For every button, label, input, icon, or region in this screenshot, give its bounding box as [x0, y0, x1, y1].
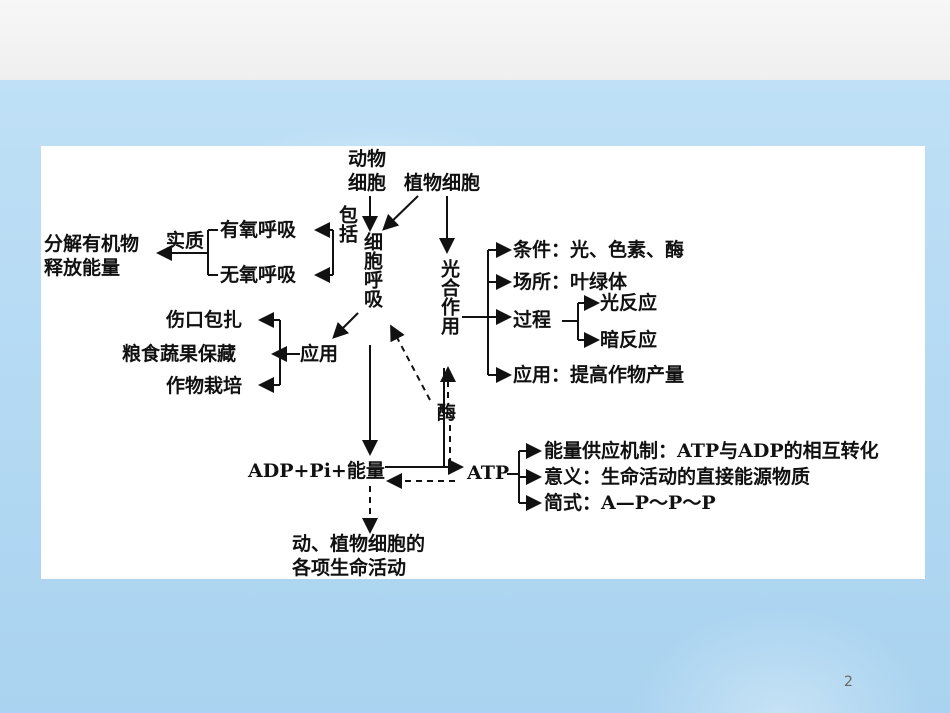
adp-label: ADP+Pi+能量 [248, 460, 385, 482]
application-label: 应用 [300, 343, 339, 365]
slide-header-band [0, 0, 950, 80]
atp-mechanism: 能量供应机制：ATP与ADP的相互转化 [544, 440, 879, 462]
decompose-label-line1: 分解有机物 [44, 233, 140, 255]
atp-formula: 简式：A—P～P～P [544, 492, 716, 514]
app-item-food-storage: 粮食蔬果保藏 [122, 343, 237, 365]
anaerobic-respiration-label: 无氧呼吸 [220, 264, 297, 286]
page-number: 2 [844, 674, 853, 690]
decompose-label-line2: 释放能量 [44, 257, 121, 279]
photo-conditions: 条件：光、色素、酶 [513, 239, 685, 261]
essence-label: 实质 [166, 230, 205, 252]
atp-meaning: 意义：生命活动的直接能源物质 [544, 466, 811, 488]
photo-application: 应用：提高作物产量 [513, 364, 685, 386]
concept-map-panel [41, 146, 925, 579]
photo-process: 过程 [513, 309, 552, 331]
cell-respiration-label: 细胞呼吸 [361, 232, 383, 308]
photo-location: 场所：叶绿体 [513, 271, 628, 293]
animal-cell-label-line2: 细胞 [348, 172, 387, 194]
plant-cell-label: 植物细胞 [404, 172, 481, 194]
atp-label: ATP [467, 462, 510, 484]
app-item-wound-dressing: 伤口包扎 [166, 309, 243, 331]
photosynthesis-label: 光合作用 [438, 259, 460, 335]
app-item-crop-cultivation: 作物栽培 [166, 375, 243, 397]
photo-light-reaction: 光反应 [600, 292, 658, 314]
photo-dark-reaction: 暗反应 [600, 329, 658, 351]
enzyme-label: 酶 [437, 402, 457, 424]
aerobic-respiration-label: 有氧呼吸 [220, 219, 297, 241]
include-label: 包括 [336, 205, 358, 243]
activities-label-line2: 各项生命活动 [292, 557, 407, 579]
animal-cell-label-line1: 动物 [348, 148, 387, 170]
activities-label-line1: 动、植物细胞的 [292, 533, 426, 555]
